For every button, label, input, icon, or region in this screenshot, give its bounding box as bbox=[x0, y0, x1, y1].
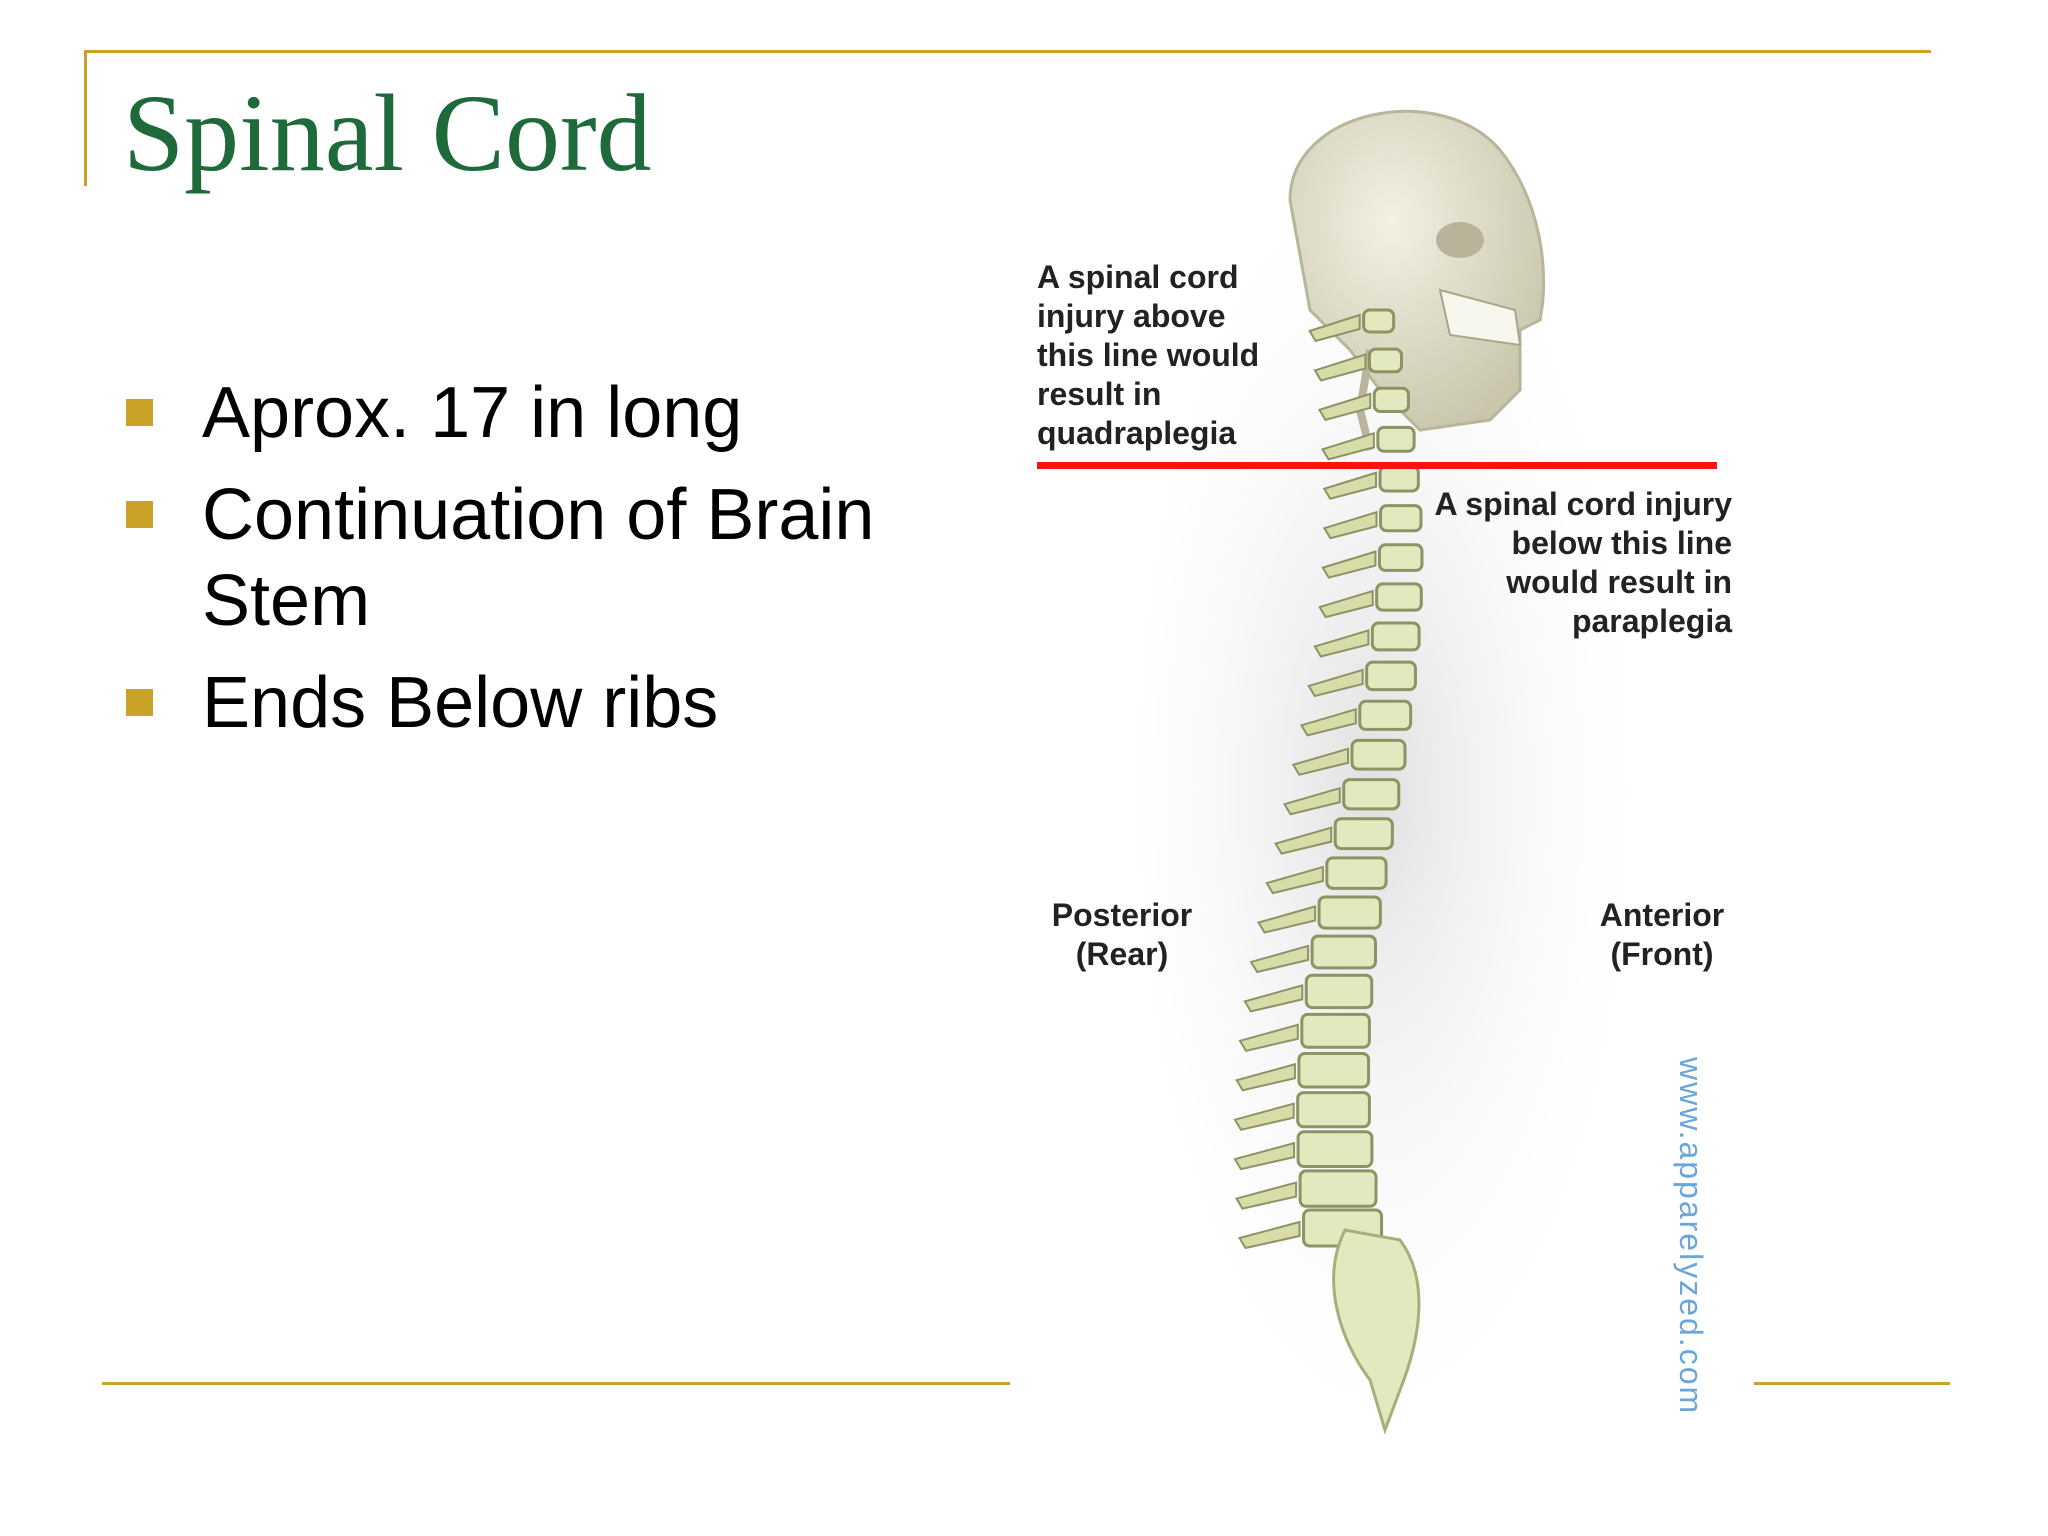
vertebra bbox=[1358, 699, 1413, 731]
sacrum-icon bbox=[1332, 1228, 1421, 1435]
footer-rule-left bbox=[102, 1382, 1010, 1385]
bullet-item: Continuation of Brain Stem bbox=[124, 472, 974, 644]
vertebra bbox=[1378, 465, 1420, 493]
vertebra bbox=[1297, 1051, 1371, 1089]
anterior-label: Anterior (Front) bbox=[1599, 897, 1725, 972]
spinous-process bbox=[1308, 313, 1361, 343]
vertebral-column bbox=[1233, 308, 1424, 1250]
vertebra bbox=[1367, 347, 1404, 374]
bullet-list: Aprox. 17 in long Continuation of Brain … bbox=[124, 370, 974, 762]
vertebra bbox=[1325, 856, 1388, 890]
spinous-process bbox=[1313, 353, 1367, 382]
bullet-item: Aprox. 17 in long bbox=[124, 370, 974, 456]
header-rule bbox=[84, 50, 1931, 53]
spinous-process bbox=[1265, 865, 1324, 895]
vertebra bbox=[1377, 543, 1424, 572]
annotation-above-line: A spinal cord injury above this line wou… bbox=[1037, 259, 1260, 451]
vertebra bbox=[1350, 738, 1407, 771]
vertebra bbox=[1333, 817, 1394, 851]
skeleton-drawing bbox=[1140, 109, 1660, 1435]
spinous-process bbox=[1321, 550, 1377, 579]
spinous-process bbox=[1322, 510, 1378, 540]
vertebra bbox=[1300, 1012, 1371, 1049]
vertebra bbox=[1376, 425, 1416, 453]
footer-rule-right bbox=[1754, 1382, 1950, 1385]
spinous-process bbox=[1238, 1220, 1301, 1250]
injury-divider-line bbox=[1037, 462, 1717, 469]
vertebra bbox=[1317, 895, 1382, 930]
spinous-process bbox=[1282, 786, 1341, 816]
vertebra bbox=[1372, 386, 1410, 413]
vertebra bbox=[1304, 973, 1374, 1010]
spine-illustration: A spinal cord injury above this line wou… bbox=[1020, 90, 1780, 1470]
vertebra bbox=[1365, 660, 1417, 692]
spinous-process bbox=[1322, 471, 1377, 500]
spinous-process bbox=[1299, 708, 1357, 737]
annotation-below-line: A spinal cord injury below this line wou… bbox=[1434, 486, 1732, 639]
spinous-process bbox=[1318, 589, 1374, 619]
spinous-process bbox=[1313, 629, 1370, 658]
spinous-process bbox=[1234, 1181, 1298, 1210]
posterior-label: Posterior (Rear) bbox=[1051, 897, 1193, 972]
spinous-process bbox=[1291, 747, 1350, 776]
vertebra bbox=[1296, 1130, 1374, 1169]
vertebra bbox=[1379, 504, 1423, 533]
spinous-process bbox=[1321, 431, 1375, 461]
header-side-rule bbox=[84, 50, 87, 186]
bullet-text: Continuation of Brain Stem bbox=[202, 475, 875, 641]
bullet-item: Ends Below ribs bbox=[124, 660, 974, 746]
slide-title: Spinal Cord bbox=[123, 72, 652, 194]
spinous-process bbox=[1233, 1102, 1295, 1131]
skull-icon bbox=[1288, 109, 1546, 451]
spinous-process bbox=[1249, 944, 1310, 974]
bullet-text: Ends Below ribs bbox=[202, 663, 719, 743]
vertebra bbox=[1342, 778, 1401, 811]
spinous-process bbox=[1233, 1141, 1296, 1171]
watermark-text: www.apparelyzed.com bbox=[1673, 1057, 1709, 1416]
spinous-process bbox=[1235, 1062, 1296, 1092]
square-bullet-icon bbox=[126, 689, 153, 716]
spinous-process bbox=[1238, 1023, 1299, 1052]
vertebra bbox=[1375, 582, 1423, 612]
spinous-process bbox=[1257, 905, 1317, 934]
spinous-process bbox=[1274, 826, 1333, 855]
vertebra bbox=[1298, 1169, 1378, 1208]
vertebra bbox=[1362, 308, 1396, 334]
square-bullet-icon bbox=[126, 399, 153, 426]
vertebra bbox=[1370, 621, 1421, 652]
spinous-process bbox=[1317, 392, 1372, 422]
bullet-text: Aprox. 17 in long bbox=[202, 373, 743, 453]
vertebra bbox=[1296, 1091, 1371, 1129]
spinous-process bbox=[1243, 984, 1304, 1013]
spinous-process bbox=[1307, 668, 1364, 698]
vertebra bbox=[1310, 934, 1377, 970]
square-bullet-icon bbox=[126, 501, 153, 528]
